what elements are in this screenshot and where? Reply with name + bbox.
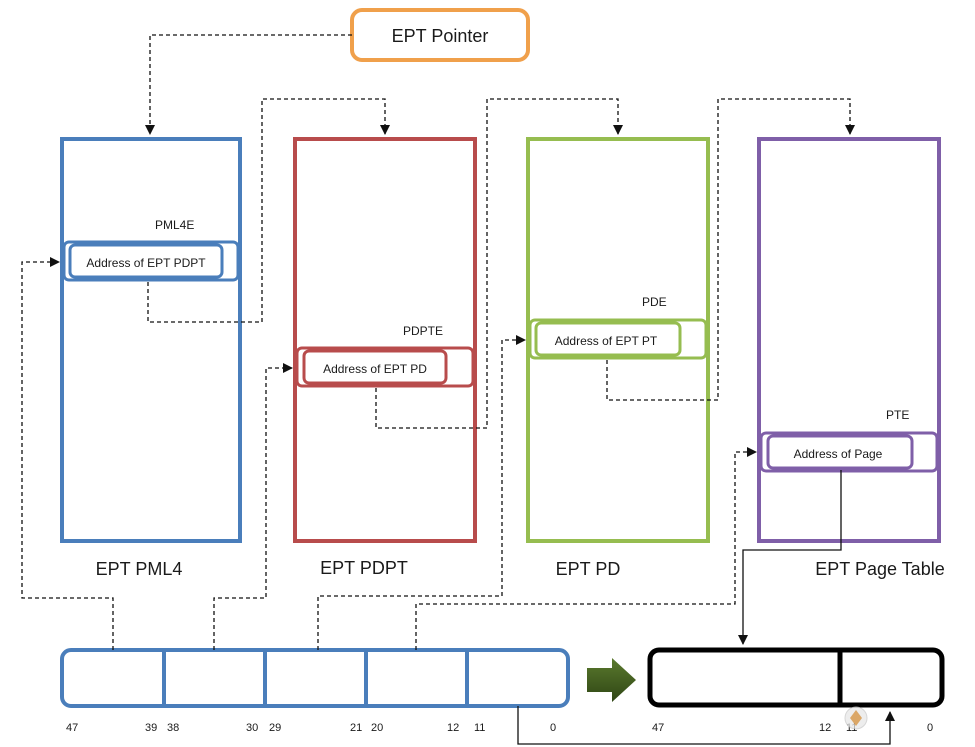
table-frame [293, 137, 477, 543]
ept-pointer-label: EPT Pointer [392, 26, 489, 46]
bit-label: 47 [66, 722, 78, 734]
bit-label: 38 [167, 722, 179, 734]
table-frame [60, 137, 242, 543]
bit-label: 29 [269, 722, 281, 734]
entry-row [528, 318, 708, 360]
entry-text: Address of EPT PD [323, 362, 427, 376]
entry-cell [766, 434, 914, 470]
bit-label: 12 [447, 722, 459, 734]
entry-text: Address of EPT PT [555, 334, 658, 348]
bit-label: 47 [652, 722, 664, 734]
table-ept-pml4: PML4E Address of EPT PDPT EPT PML4 [60, 137, 242, 579]
table-name: EPT PD [556, 559, 621, 579]
bit-label: 21 [350, 722, 362, 734]
connector-pdpte-to-pd [375, 98, 623, 429]
bit-label: 0 [927, 722, 933, 734]
connector-page-address-to-host [738, 470, 842, 645]
entry-row [759, 431, 939, 473]
entry-cell [534, 321, 682, 357]
table-frame [757, 137, 941, 543]
entry-cell [302, 349, 448, 385]
table-frame [526, 137, 710, 543]
bit-label: 30 [246, 722, 258, 734]
bit-label: 20 [371, 722, 383, 734]
bit-label: 12 [819, 722, 831, 734]
table-ept-page-table: PTE Address of Page EPT Page Table [757, 137, 945, 579]
entry-name-label: PDE [642, 295, 667, 309]
connector-bits-to-pde [317, 335, 526, 650]
entry-text: Address of Page [794, 447, 883, 461]
bit-label: 11 [474, 722, 485, 734]
entry-text: Address of EPT PDPT [86, 256, 206, 270]
table-name: EPT PML4 [96, 559, 183, 579]
connector-offset-to-host [517, 706, 895, 745]
bit-label: 39 [145, 722, 157, 734]
address-bar [647, 647, 945, 708]
connector-bits-to-pdpte [213, 363, 293, 650]
table-ept-pd: PDE Address of EPT PT EPT PD [526, 137, 710, 579]
connector-bits-to-pte [415, 447, 757, 650]
entry-row [295, 346, 475, 388]
entry-name-label: PML4E [155, 218, 194, 232]
table-ept-pdpt: PDPTE Address of EPT PD EPT PDPT [293, 137, 477, 578]
host-address-bits: 47 12 11 0 [647, 647, 945, 734]
table-name: EPT PDPT [320, 558, 408, 578]
guest-address-bits: 47 39 38 30 29 21 20 12 11 0 [60, 648, 570, 734]
connector-pointer-to-pml4 [145, 34, 352, 135]
entry-row [62, 240, 240, 282]
entry-name-label: PDPTE [403, 324, 443, 338]
connector-pml4e-to-pdpt [147, 98, 390, 323]
entry-cell [68, 243, 224, 279]
watermark-logo [844, 706, 868, 730]
table-name: EPT Page Table [815, 559, 944, 579]
entry-name-label: PTE [886, 408, 909, 422]
address-bar [60, 648, 570, 708]
connector-bits-to-pml4e [21, 257, 114, 650]
connector-pde-to-pt [606, 98, 855, 401]
translate-arrow-icon [587, 658, 636, 702]
bit-label: 0 [550, 722, 556, 734]
